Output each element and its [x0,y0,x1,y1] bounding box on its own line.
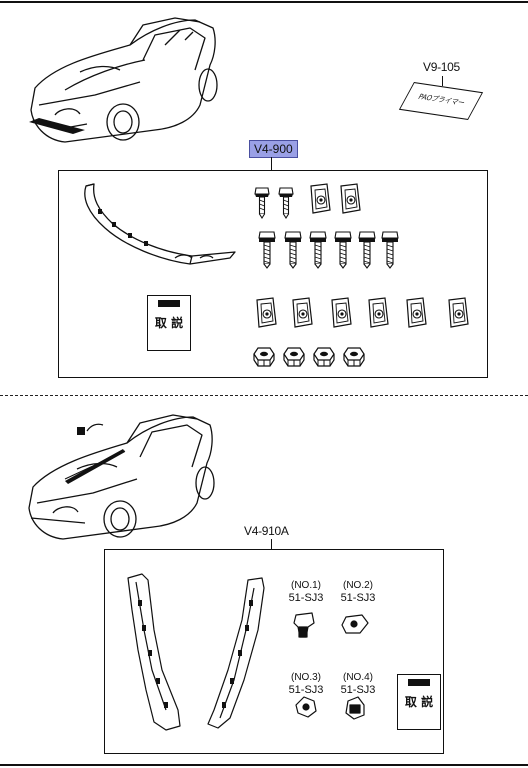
top-kit-box [58,170,488,378]
top-rule [0,1,528,3]
part-1-code: 51-SJ3 [288,592,324,604]
side-bracket-parts [127,573,265,731]
part-4-code: 51-SJ3 [340,684,376,696]
top-kit-hardware [253,183,469,367]
top-kit-code-label: V4-900 [249,140,298,158]
top-kit-leader-line [271,157,272,170]
bottom-kit-code-label: V4-910A [244,524,289,538]
small-clip-parts [293,612,369,720]
bottom-kit-leader-line [271,539,272,549]
bottom-kit-box [104,549,444,754]
part-2-code: 51-SJ3 [340,592,376,604]
part-2-number: (NO.2) [343,580,373,591]
car-illustration-bottom [28,414,215,540]
primer-leader-line [442,76,443,86]
primer-pack-text: PAOプライマー [416,92,467,108]
part-4-number: (NO.4) [343,672,373,683]
part-1-number: (NO.1) [291,580,321,591]
bottom-rule [0,764,528,766]
primer-code-label: V9-105 [423,60,460,74]
bottom-manual-label: 取 説 [404,695,434,709]
car-illustration-top [29,17,218,143]
front-spoiler-part [84,183,236,265]
part-3-number: (NO.3) [291,672,321,683]
section-divider [0,395,528,396]
primer-pack: PAOプライマー [398,81,484,121]
top-instruction-manual: 取 説 [147,295,191,351]
top-manual-label: 取 説 [154,316,184,330]
part-3-code: 51-SJ3 [288,684,324,696]
bottom-instruction-manual: 取 説 [397,674,441,730]
